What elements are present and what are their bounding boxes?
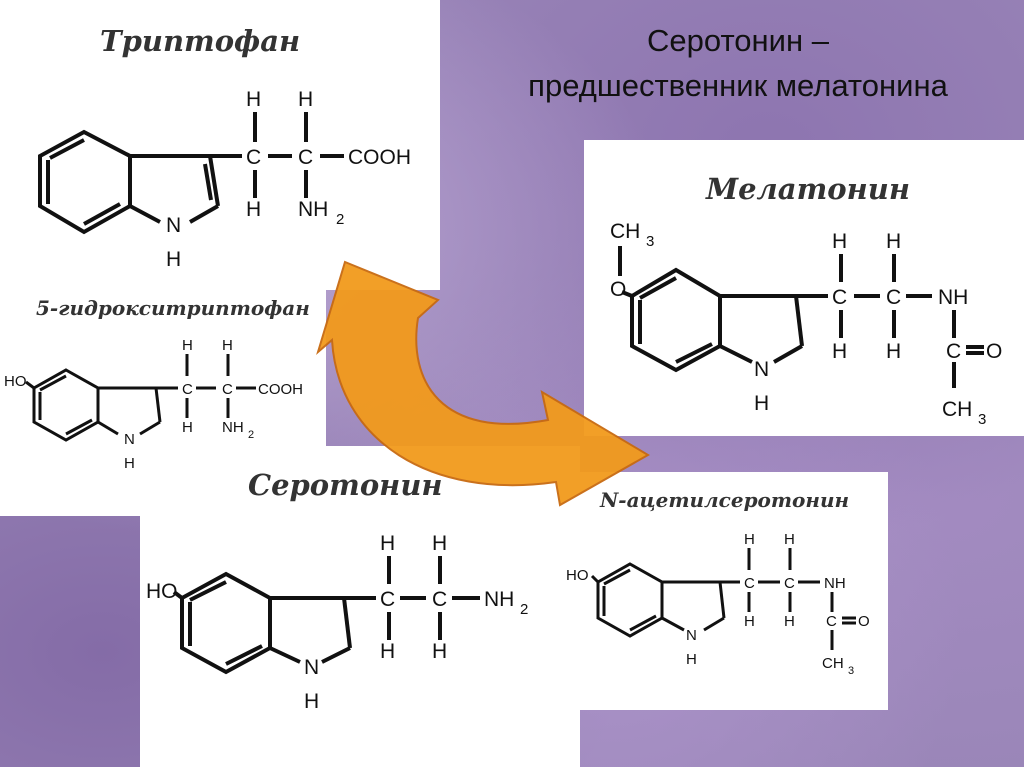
atom: H (246, 198, 261, 221)
atom: HO (146, 580, 178, 603)
atom: H (754, 392, 769, 415)
atom: C (826, 613, 837, 630)
atom: C (832, 286, 847, 309)
atom: H (686, 651, 697, 668)
atom: N (754, 358, 769, 381)
structure-melatonin (618, 246, 984, 388)
label-tryptophan: Триптофан (100, 24, 301, 58)
label-acetylserotonin: N-ацетилсеротонин (600, 488, 850, 512)
atom: NH (298, 198, 328, 221)
structure-tryptophan (38, 112, 344, 235)
atoms-acetylserotonin: HO H H C C NH H H C O CH 3 N H (566, 531, 870, 677)
atom: C (298, 146, 313, 169)
atom: C (886, 286, 901, 309)
atom: O (858, 613, 870, 630)
atom: NH (824, 575, 846, 592)
atom: NH (938, 286, 968, 309)
atom: H (432, 532, 447, 555)
atom: O (610, 278, 626, 301)
conversion-arrow (316, 260, 650, 507)
atom: H (784, 613, 795, 630)
atom: H (784, 531, 795, 548)
atom: NH (222, 419, 244, 436)
atom: H (886, 230, 901, 253)
atom: H (182, 419, 193, 436)
atom: C (744, 575, 755, 592)
atom: C (222, 381, 233, 398)
atom-subscript: 2 (520, 601, 528, 618)
atom: COOH (258, 381, 303, 398)
atom: H (380, 640, 395, 663)
label-serotonin: Серотонин (248, 468, 443, 502)
atom: C (380, 588, 395, 611)
panel-acetylserotonin (566, 472, 888, 710)
atom: H (432, 640, 447, 663)
atom: C (246, 146, 261, 169)
atom: H (182, 337, 193, 354)
atom: C (946, 340, 961, 363)
atom: H (832, 230, 847, 253)
label-melatonin: Мелатонин (706, 172, 910, 206)
atom: HO (4, 373, 27, 390)
atom: H (222, 337, 233, 354)
structure-acetylserotonin (590, 548, 856, 650)
atom: H (744, 531, 755, 548)
atom: H (744, 613, 755, 630)
atom: H (886, 340, 901, 363)
atom-subscript: 2 (248, 429, 254, 441)
slide-title-line2: предшественник мелатонина (528, 68, 948, 103)
atoms-melatonin: CH 3 O H H C C NH H H C O CH 3 N H (610, 220, 1002, 428)
slide-title-line1: Серотонин – (647, 23, 829, 58)
atom: CH (610, 220, 640, 243)
panel-serotonin (140, 446, 580, 767)
atom-subscript: 2 (336, 211, 344, 228)
atom: CH (942, 398, 972, 421)
slide-title: Серотонин – предшественник мелатонина (460, 18, 1016, 108)
atom: N (686, 627, 697, 644)
atom: NH (484, 588, 514, 611)
atom: H (124, 455, 135, 472)
atom-subscript: 3 (646, 233, 654, 250)
atom: H (166, 248, 181, 271)
structure-serotonin (172, 556, 480, 675)
atom: C (432, 588, 447, 611)
atom: H (304, 690, 319, 713)
atom: H (246, 88, 261, 111)
atoms-hydroxytryptophan: HO H H C C COOH H NH 2 N H (4, 337, 303, 472)
atom: CH (822, 655, 844, 672)
atom: O (986, 340, 1002, 363)
atom-subscript: 3 (978, 411, 986, 428)
atom: H (832, 340, 847, 363)
atoms-tryptophan: H H C C COOH H NH 2 N H (166, 88, 411, 271)
atom: N (124, 431, 135, 448)
atom-subscript: 3 (848, 665, 854, 677)
atom: COOH (348, 146, 411, 169)
structure-hydroxytryptophan (25, 354, 256, 442)
atom: N (166, 214, 181, 237)
atom: C (182, 381, 193, 398)
atom: HO (566, 567, 589, 584)
atom: H (380, 532, 395, 555)
atom: N (304, 656, 319, 679)
atoms-serotonin: HO H H C C NH 2 H H N H (146, 532, 528, 713)
atom: C (784, 575, 795, 592)
label-hydroxytryptophan: 5-гидрокситриптофан (36, 296, 310, 320)
atom: H (298, 88, 313, 111)
